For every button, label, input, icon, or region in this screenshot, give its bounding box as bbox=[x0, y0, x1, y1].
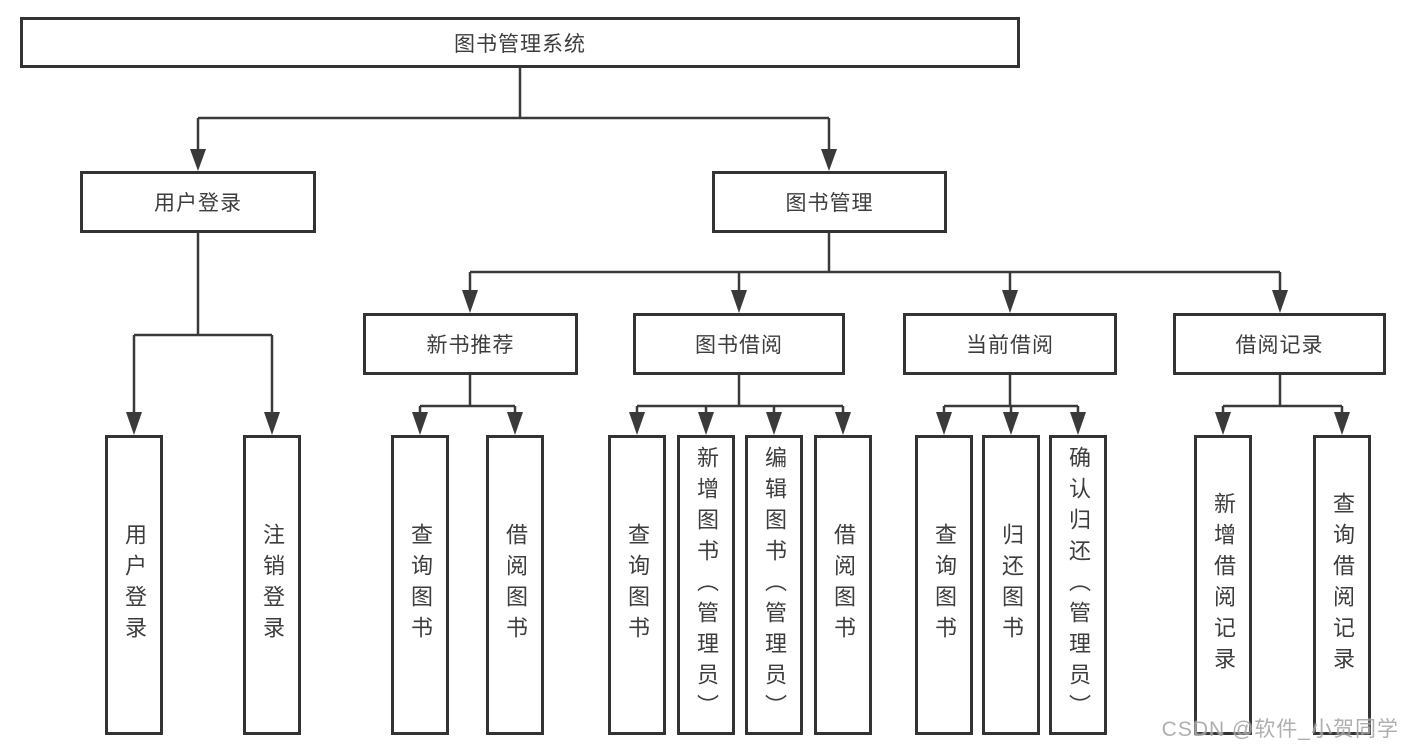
leaf-label: 借阅图书 bbox=[503, 523, 528, 647]
arrowhead-icon bbox=[1002, 290, 1018, 313]
leaf-label: 用户登录 bbox=[122, 523, 147, 647]
arrowhead-icon bbox=[190, 149, 206, 171]
arrowhead-icon bbox=[835, 412, 851, 435]
arrowhead-icon bbox=[126, 412, 142, 435]
node-book-borrow: 图书借阅 bbox=[633, 313, 845, 375]
leaf-label: 注销登录 bbox=[260, 523, 285, 647]
leaf-label: 确认归还（管理员） bbox=[1066, 445, 1091, 725]
node-label: 图书借阅 bbox=[695, 334, 783, 357]
leaf-query-books-current: 查询图书 bbox=[915, 435, 973, 735]
node-label: 图书管理系统 bbox=[454, 32, 586, 56]
leaf-add-books-admin: 新增图书（管理员） bbox=[677, 435, 735, 735]
arrowhead-icon bbox=[731, 290, 747, 313]
leaf-add-borrow-record: 新增借阅记录 bbox=[1194, 435, 1252, 735]
leaf-label: 查询图书 bbox=[625, 523, 650, 647]
node-current-borrow: 当前借阅 bbox=[903, 313, 1117, 375]
node-label: 当前借阅 bbox=[966, 334, 1054, 357]
leaf-logout: 注销登录 bbox=[243, 435, 301, 735]
leaf-borrow-books-recommend: 借阅图书 bbox=[486, 435, 544, 735]
node-label: 用户登录 bbox=[154, 192, 242, 215]
leaf-label: 新增图书（管理员） bbox=[694, 445, 719, 725]
node-borrow-records: 借阅记录 bbox=[1173, 313, 1386, 375]
leaf-query-borrow-record: 查询借阅记录 bbox=[1313, 435, 1371, 735]
arrowhead-icon bbox=[1003, 412, 1019, 435]
leaf-label: 查询图书 bbox=[408, 523, 433, 647]
arrowhead-icon bbox=[462, 290, 478, 313]
arrowhead-icon bbox=[821, 149, 837, 171]
node-label: 新书推荐 bbox=[426, 334, 515, 357]
leaf-edit-books-admin: 编辑图书（管理员） bbox=[745, 435, 803, 735]
leaf-user-login: 用户登录 bbox=[105, 435, 163, 735]
leaf-borrow-books: 借阅图书 bbox=[814, 435, 872, 735]
arrowhead-icon bbox=[1334, 412, 1350, 435]
arrowhead-icon bbox=[1070, 412, 1086, 435]
node-label: 图书管理 bbox=[785, 192, 874, 215]
arrowhead-icon bbox=[766, 412, 782, 435]
leaf-label: 归还图书 bbox=[999, 523, 1024, 647]
csdn-watermark: CSDN @软件_小贺同学 bbox=[1161, 718, 1399, 741]
node-label: 借阅记录 bbox=[1235, 334, 1324, 357]
leaf-label: 借阅图书 bbox=[831, 523, 856, 647]
arrowhead-icon bbox=[412, 412, 428, 435]
leaf-query-books-borrow: 查询图书 bbox=[608, 435, 666, 735]
arrowhead-icon bbox=[264, 412, 280, 435]
node-user-login: 用户登录 bbox=[80, 171, 316, 233]
arrowhead-icon bbox=[1215, 412, 1231, 435]
leaf-label: 查询图书 bbox=[932, 523, 957, 647]
node-system-root: 图书管理系统 bbox=[20, 17, 1020, 68]
leaf-label: 编辑图书（管理员） bbox=[762, 445, 787, 725]
leaf-label: 新增借阅记录 bbox=[1211, 492, 1236, 678]
leaf-return-books: 归还图书 bbox=[982, 435, 1040, 735]
leaf-confirm-return-admin: 确认归还（管理员） bbox=[1049, 435, 1107, 735]
leaf-label: 查询借阅记录 bbox=[1330, 492, 1355, 678]
arrowhead-icon bbox=[936, 412, 952, 435]
arrowhead-icon bbox=[629, 412, 645, 435]
arrowhead-icon bbox=[507, 412, 523, 435]
node-new-book-recommend: 新书推荐 bbox=[363, 313, 578, 375]
arrowhead-icon bbox=[1272, 290, 1288, 313]
node-book-management: 图书管理 bbox=[712, 171, 947, 233]
leaf-query-books-recommend: 查询图书 bbox=[391, 435, 449, 735]
arrowhead-icon bbox=[698, 412, 714, 435]
